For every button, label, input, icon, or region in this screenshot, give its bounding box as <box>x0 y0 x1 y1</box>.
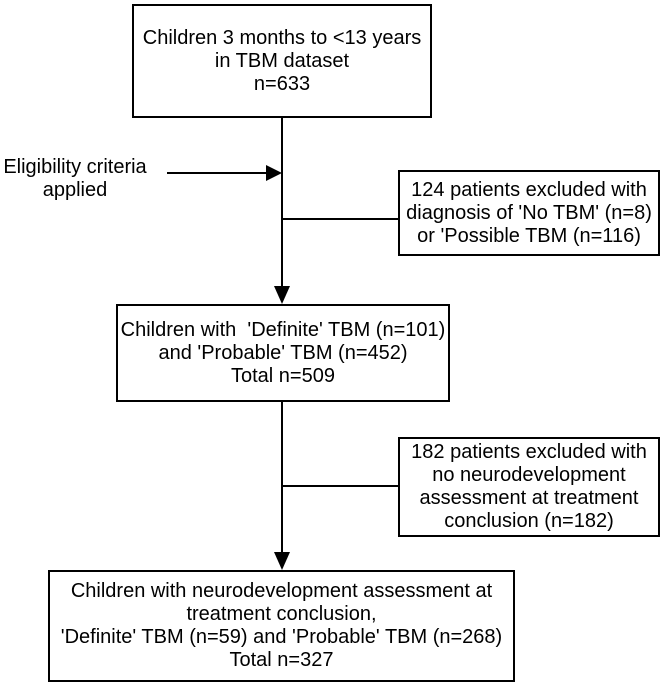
arrowhead-right-icon <box>266 165 282 181</box>
connector-top-to-middle <box>281 118 283 286</box>
box-text-line: assessment at treatment <box>419 487 639 509</box>
box-text-line: 124 patients excluded with <box>411 178 647 201</box>
box-text-line: Children 3 months to <13 years <box>142 26 422 49</box>
box-text-line: treatment conclusion, <box>186 603 377 625</box>
box-text-line: in TBM dataset <box>214 49 350 72</box>
box-text-line: no neurodevelopment <box>432 464 626 486</box>
label-text-line: applied <box>42 179 108 201</box>
box-text-line: conclusion (n=182) <box>444 510 614 532</box>
box-text-line: 182 patients excluded with <box>411 441 647 463</box>
connector-middle-to-bottom <box>281 402 283 552</box>
label-text-line: Eligibility criteria <box>3 156 147 178</box>
arrowhead-down-icon <box>274 286 290 304</box>
eligibility-criteria-label: Eligibility criteria applied <box>0 156 150 202</box>
box-excluded-no-possible-tbm: 124 patients excluded with diagnosis of … <box>398 170 660 256</box>
box-text-line: Children with 'Definite' TBM (n=101) <box>120 318 446 341</box>
box-text-line: 'Definite' TBM (n=59) and 'Probable' TBM… <box>60 626 503 648</box>
branch-to-excluded-2 <box>281 485 398 487</box>
box-text-line: Total n=327 <box>229 649 334 671</box>
box-text-line: Total n=509 <box>231 364 335 387</box>
box-neurodevelopment-assessment: Children with neurodevelopment assessmen… <box>48 570 515 682</box>
box-text-line: diagnosis of 'No TBM' (n=8) <box>406 201 652 224</box>
box-text-line: n=633 <box>253 72 311 95</box>
box-excluded-no-assessment: 182 patients excluded with no neurodevel… <box>398 437 660 537</box>
box-text-line: Children with neurodevelopment assessmen… <box>70 580 493 602</box>
eligibility-arrow-line <box>167 172 267 174</box>
box-children-tbm-dataset: Children 3 months to <13 years in TBM da… <box>132 4 432 118</box>
box-text-line: or 'Possible TBM (n=116) <box>417 224 641 247</box>
box-text-line: and 'Probable' TBM (n=452) <box>158 341 408 364</box>
arrowhead-down-icon <box>274 552 290 570</box>
box-definite-probable-tbm: Children with 'Definite' TBM (n=101) and… <box>116 304 450 402</box>
branch-to-excluded-1 <box>281 218 398 220</box>
